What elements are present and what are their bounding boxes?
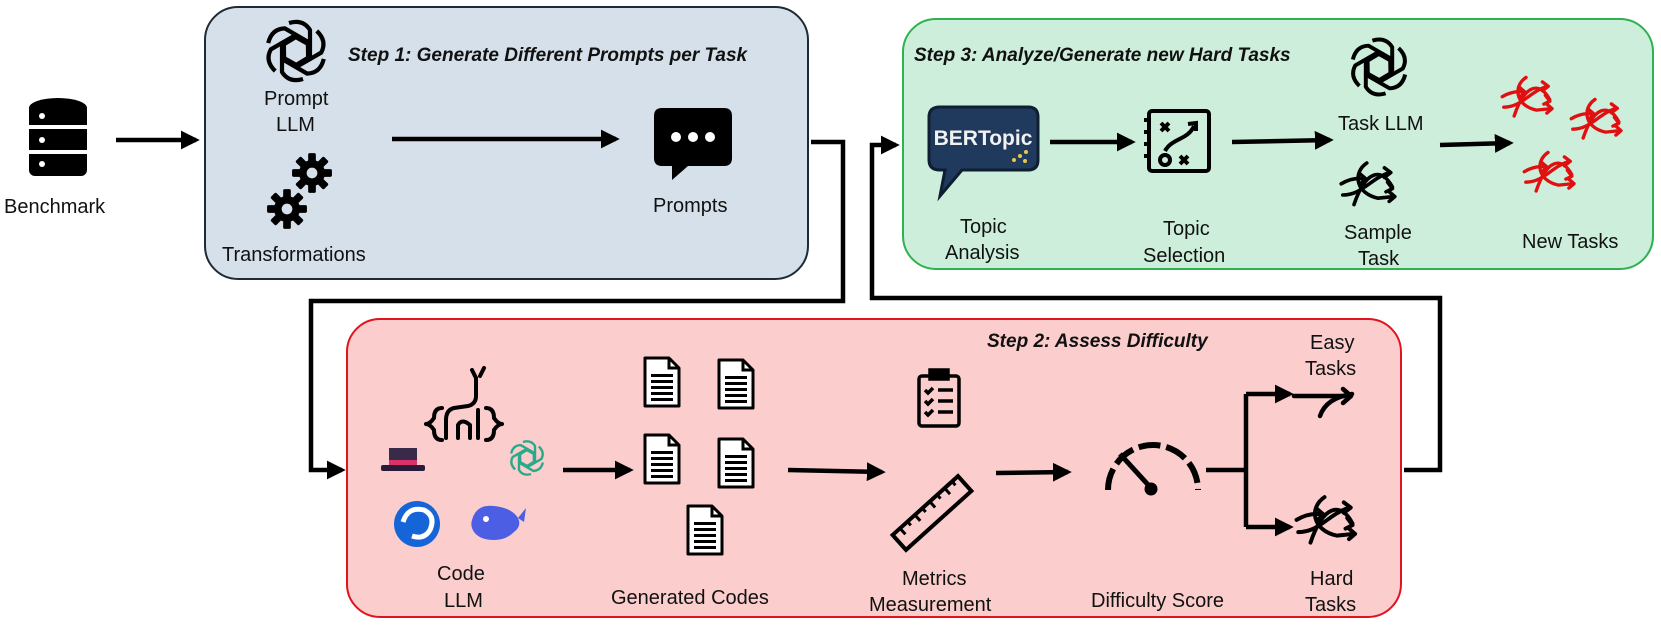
document-icon xyxy=(686,504,724,556)
arrow-codes-to-metrics xyxy=(787,462,886,482)
prompt-llm-label-line2: LLM xyxy=(276,114,315,136)
bertopic-logo-icon: BERTopic xyxy=(927,105,1040,202)
speedometer-icon xyxy=(1105,442,1201,496)
hard-tasks-label-line2: Tasks xyxy=(1305,594,1357,616)
arrow-taskllm-to-newtasks xyxy=(1439,133,1514,153)
easy-tasks-label-line2: Tasks xyxy=(1305,358,1357,380)
generated-codes-label: Generated Codes xyxy=(611,587,769,609)
connector-step2-to-step3 xyxy=(869,135,1443,473)
metrics-label-line1: Metrics xyxy=(902,568,967,590)
code-llm-label-line1: Code xyxy=(437,563,485,585)
topic-selection-label-line1: Topic xyxy=(1163,218,1210,240)
ruler-icon xyxy=(889,473,975,553)
arrow-selection-to-taskllm xyxy=(1231,130,1334,150)
benchmark-label: Benchmark xyxy=(4,196,106,218)
llama-icon xyxy=(424,366,504,442)
hard-tasks-label-line1: Hard xyxy=(1310,568,1354,590)
prompts-label: Prompts xyxy=(653,195,728,217)
connector-step1-to-step2 xyxy=(308,139,846,480)
document-icon xyxy=(643,356,681,408)
document-icon xyxy=(717,437,755,489)
document-icons xyxy=(643,356,755,556)
topic-analysis-label-line1: Topic xyxy=(960,216,1007,238)
step2-title: Step 2: Assess Difficulty xyxy=(987,331,1208,352)
document-icon xyxy=(717,358,755,410)
step3-title: Step 3: Analyze/Generate new Hard Tasks xyxy=(914,45,1291,66)
top-hat-icon xyxy=(381,448,425,471)
difficulty-score-label: Difficulty Score xyxy=(1091,590,1225,612)
new-tasks-icons xyxy=(1500,75,1623,193)
chat-bubble-icon xyxy=(654,108,732,180)
meta-swirl-icon xyxy=(394,501,440,547)
clipboard-checklist-icon xyxy=(917,368,961,428)
metrics-label-line2: Measurement xyxy=(869,594,992,616)
hard-task-icon xyxy=(1294,495,1358,545)
database-icon xyxy=(29,98,87,176)
svg-text:BERTopic: BERTopic xyxy=(934,127,1033,150)
transformations-label: Transformations xyxy=(222,244,366,266)
code-llm-label-line2: LLM xyxy=(444,590,483,612)
sample-task-label-line2: Task xyxy=(1358,248,1400,270)
openai-logo-icon xyxy=(264,22,328,80)
chatgpt-green-icon xyxy=(507,440,547,476)
topic-selection-label-line2: Selection xyxy=(1143,245,1226,267)
easy-task-icon xyxy=(1291,386,1355,419)
topic-analysis-label-line2: Analysis xyxy=(945,242,1020,264)
sample-task-label-line1: Sample xyxy=(1344,222,1412,244)
new-tasks-label: New Tasks xyxy=(1522,231,1619,253)
prompt-llm-label-line1: Prompt xyxy=(264,88,329,110)
step1-title: Step 1: Generate Different Prompts per T… xyxy=(348,45,748,66)
connectors xyxy=(116,129,1514,537)
deepseek-whale-icon xyxy=(471,505,526,540)
document-icon xyxy=(643,433,681,485)
task-llm-label: Task LLM xyxy=(1338,113,1424,135)
gears-icon xyxy=(267,153,332,229)
arrow-metrics-to-difficulty xyxy=(995,462,1072,482)
easy-tasks-label-line1: Easy xyxy=(1310,332,1355,354)
branching-arrows-icon xyxy=(1339,161,1397,207)
strategy-board-icon xyxy=(1144,109,1211,173)
openai-logo-icon-task xyxy=(1346,37,1412,97)
